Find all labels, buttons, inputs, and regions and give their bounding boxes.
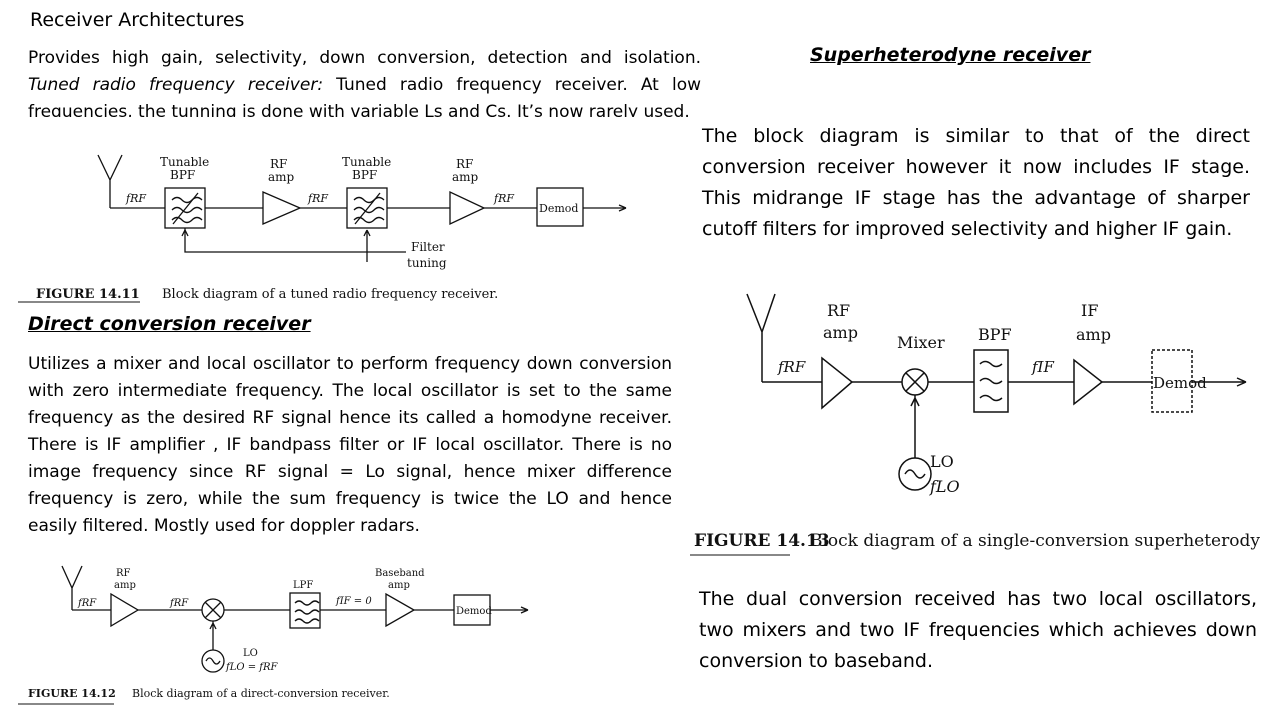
frf1-label: fRF [77,598,97,609]
superheterodyne-paragraph: The block diagram is similar to that of … [702,125,1250,240]
lo-label: LO [243,648,258,659]
lpf-label: LPF [293,580,313,591]
bpf2-label: BPF [352,168,377,182]
page-title: Receiver Architectures [30,9,245,31]
frf2-label: fRF [307,192,328,205]
trf-label: Tuned radio frequency receiver: [28,75,324,95]
if-amp-block [1073,358,1104,406]
rf2-label: RF [456,157,473,171]
direct-conversion-paragraph: Utilizes a mixer and local oscillator to… [28,354,672,536]
figure-direct-conversion: RF amp fRF fRF LPF fIF = 0 Baseband amp … [18,565,529,705]
bpf-label: BPF [978,325,1012,344]
rf-amp1-block [262,191,302,225]
rf-label: RF [116,568,131,579]
figure-14-11-number: FIGURE 14.11 [36,287,140,302]
rf-amp2-block [449,190,486,226]
fif-label: fIF = 0 [335,596,372,607]
figure-superheterodyne: RF amp Mixer BPF IF amp fRF fIF Demod LO… [690,293,1260,556]
lo-symbol [898,457,932,491]
figure-14-13-caption: Block diagram of a single-conversion sup… [810,531,1260,551]
bpf1-label: BPF [170,168,195,182]
fif-label: fIF [1031,358,1054,376]
baseband-amp-block [385,592,416,628]
amp1-label: amp [268,170,295,184]
figure-14-12-number: FIGURE 14.12 [28,687,116,700]
frf3-label: fRF [493,192,514,205]
figure-14-11-caption: Block diagram of a tuned radio frequency… [162,287,498,302]
baseband-label: Baseband [375,568,425,579]
baseband-amp-label: amp [388,580,410,591]
rf-amp-block [821,356,854,410]
bpf-block [973,349,1009,413]
dual-conversion-paragraph: The dual conversion received has two loc… [699,588,1257,672]
flo-label: fLO [929,477,960,496]
demod-label: Demod [456,606,492,617]
filter-label: Filter [411,240,445,254]
frf-label: fRF [777,358,806,376]
antenna-icon [61,565,83,610]
rf-label: RF [827,301,850,320]
tunable1-label: Tunable [160,155,209,169]
if-amp-label: amp [1076,325,1111,344]
frf1-label: fRF [125,192,146,205]
mixer-label: Mixer [897,333,945,352]
amp-label: amp [114,580,136,591]
frf2-label: fRF [169,598,189,609]
flo-label: fLO = fRF [225,662,279,673]
rf-amp-block [110,592,140,628]
tuning-label: tuning [407,256,447,270]
intro-paragraph: Provides high gain, selectivity, down co… [28,45,701,117]
figure-14-12-caption: Block diagram of a direct-conversion rec… [132,687,390,700]
figure-trf-receiver: Tunable BPF RF amp Tunable BPF RF amp fR… [18,154,627,303]
tunable2-label: Tunable [342,155,391,169]
amp-label: amp [823,323,858,342]
if-label: IF [1081,301,1098,320]
figure-14-13-number: FIGURE 14.13 [694,531,830,551]
amp2-label: amp [452,170,479,184]
superheterodyne-heading: Superheterodyne receiver [810,44,1091,66]
antenna-icon [97,154,123,208]
demod-label: Demod [1153,374,1207,392]
demod-block [1151,349,1193,413]
demod-label: Demod [539,202,578,215]
intro-lead: Provides high gain, selectivity, down co… [28,48,701,68]
lo-label: LO [930,452,954,471]
demod-block [536,187,584,227]
lo-symbol [201,649,225,673]
antenna-icon [746,293,776,382]
rf1-label: RF [270,157,287,171]
direct-conversion-heading: Direct conversion receiver [28,313,311,335]
trf-text: Tuned radio frequency receiver. At low f… [28,75,701,117]
